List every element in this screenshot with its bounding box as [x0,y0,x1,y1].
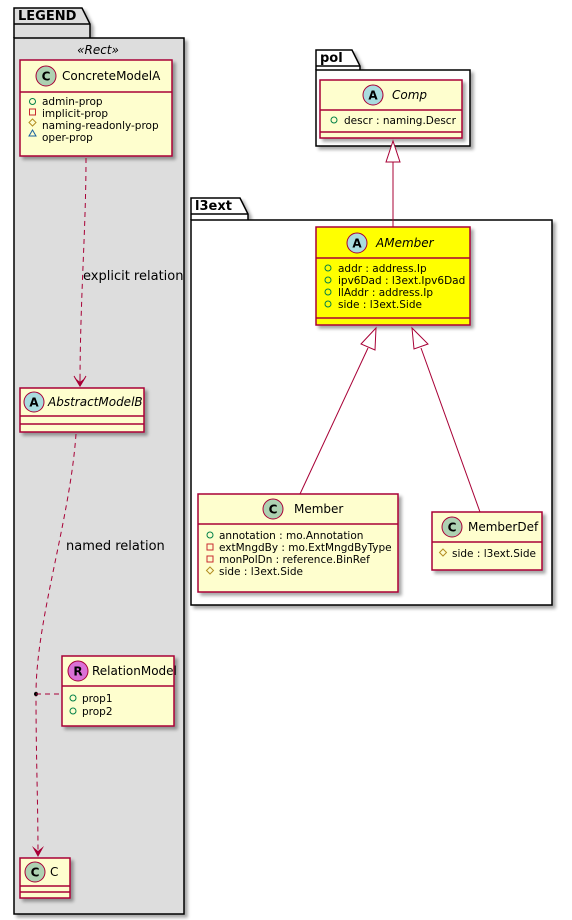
public-visibility-icon [69,707,77,715]
comp-class: A Comp descr : naming.Descr [319,79,463,139]
public-visibility-icon [324,300,332,308]
private-visibility-icon [206,555,214,563]
member-attr: annotation : mo.Annotation [219,530,363,542]
legend-c-class: C C [19,857,71,899]
memberdef-badge-icon: C [448,521,457,535]
concrete-attr: admin-prop [42,96,103,108]
abstract-class-name: AbstractModelB [47,395,143,409]
public-visibility-icon [206,531,214,539]
c-class-name: C [50,865,58,879]
public-visibility-icon [69,694,77,702]
memberdef-class: C MemberDef side : l3ext.Side [431,511,543,571]
amember-attr: side : l3ext.Side [338,299,422,311]
protected-visibility-icon [205,566,215,575]
named-relation-label: named relation [66,539,165,554]
protected-visibility-icon [28,118,37,127]
explicit-relation-label: explicit relation [83,269,183,284]
concrete-attr: naming-readonly-prop [42,120,159,132]
memberdef-attr: side : l3ext.Side [452,548,536,560]
legend-stereotype: «Rect» [77,43,119,57]
public-visibility-icon [324,264,332,272]
comp-class-name: Comp [392,88,427,102]
relation-attr: prop2 [82,706,113,718]
public-visibility-icon [330,116,338,124]
pol-package-title: pol [320,51,343,66]
public-visibility-icon [324,288,332,296]
amember-attr: ipv6Dad : l3ext.Ipv6Dad [338,275,465,287]
relation-class-name: RelationModel [92,664,177,678]
amember-extends-comp-arrow [385,139,401,227]
public-visibility-icon [29,98,36,105]
member-attr: extMngdBy : mo.ExtMngdByType [219,542,392,554]
member-extends-amember-arrow [299,326,377,495]
private-visibility-icon [206,543,214,551]
amember-attr: addr : address.Ip [338,263,427,275]
legend-concrete-class: C ConcreteModelA admin-prop implicit-pro… [19,59,173,157]
member-attr: monPolDn : reference.BinRef [219,554,370,566]
memberdef-extends-amember-arrow [411,326,481,513]
c-class-badge-icon: C [31,866,40,880]
package-visibility-icon [28,129,37,137]
amember-badge-icon: A [352,237,362,251]
legend-relation-class: R RelationModel prop1 prop2 [61,655,177,727]
member-badge-icon: C [269,503,278,517]
abstract-class-badge-icon: A [29,396,39,410]
memberdef-class-name: MemberDef [468,520,539,534]
legend-package-title: LEGEND [18,9,77,24]
member-class: C Member annotation : mo.Annotation extM… [197,493,399,593]
relation-attr: prop1 [82,693,113,705]
named-relation-arrow: named relation [32,433,165,857]
concrete-attr: oper-prop [42,132,93,144]
concrete-class-name: ConcreteModelA [62,69,161,83]
legend-package: LEGEND «Rect» [13,7,185,915]
l3ext-package-title: l3ext [195,199,232,214]
protected-visibility-icon [438,548,448,557]
concrete-class-badge-icon: C [42,70,51,84]
comp-attr: descr : naming.Descr [344,115,457,127]
private-visibility-icon [29,108,36,116]
explicit-relation-arrow: explicit relation [73,157,183,387]
public-visibility-icon [324,276,332,284]
member-attr: side : l3ext.Side [219,566,303,578]
legend-abstract-class: A AbstractModelB [19,387,145,433]
comp-badge-icon: A [368,89,378,103]
amember-attr: llAddr : address.Ip [338,287,433,299]
amember-class: A AMember addr : address.Ip ipv6Dad : l3… [315,226,471,326]
member-class-name: Member [294,502,343,516]
relation-class-badge-icon: R [73,665,82,679]
concrete-attr: implicit-prop [42,108,108,120]
amember-class-name: AMember [375,236,435,250]
